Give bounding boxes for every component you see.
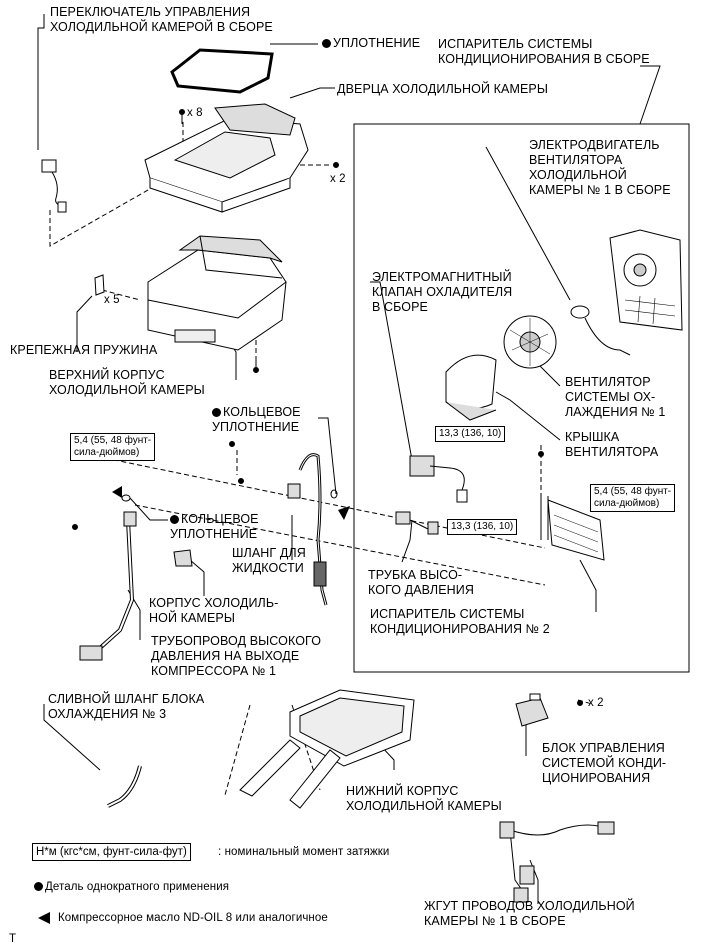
legend-torque-desc: : номинальный момент затяжки bbox=[218, 846, 390, 858]
label-fan-cover: КРЫШКА ВЕНТИЛЯТОРА bbox=[565, 430, 659, 459]
label-switch-assy: ПЕРЕКЛЮЧАТЕЛЬ УПРАВЛЕНИЯ ХОЛОДИЛЬНОЙ КАМ… bbox=[50, 5, 273, 34]
seal-gasket bbox=[170, 48, 274, 94]
label-x2-ecu: x 2 bbox=[588, 697, 604, 709]
label-cooler-case: КОРПУС ХОЛОДИЛЬ- НОЙ КАМЕРЫ bbox=[149, 596, 279, 625]
screws bbox=[72, 109, 583, 706]
legend-one-time: Деталь однократного применения bbox=[34, 880, 229, 895]
cooler-harness bbox=[499, 821, 615, 903]
label-door: ДВЕРЦА ХОЛОДИЛЬНОЙ КАМЕРЫ bbox=[337, 82, 549, 96]
label-upper-case: ВЕРХНИЙ КОРПУС ХОЛОДИЛЬНОЙ КАМЕРЫ bbox=[49, 368, 205, 397]
leader-discharge bbox=[127, 589, 141, 640]
switch-assy bbox=[41, 159, 67, 213]
label-x5: x 5 bbox=[104, 294, 120, 306]
solenoid-valve bbox=[409, 455, 468, 503]
fan-cover bbox=[445, 354, 497, 421]
label-discharge-pipe: ТРУБОПРОВОД ВЫСОКОГО ДАВЛЕНИЯ НА ВЫХОДЕ … bbox=[151, 634, 322, 678]
leader-fan-cover bbox=[495, 391, 561, 441]
label-spring: КРЕПЕЖНАЯ ПРУЖИНА bbox=[10, 343, 158, 357]
leader-solenoid bbox=[370, 281, 413, 461]
torque-spec-2: 13,3 (136, 10) bbox=[435, 426, 506, 442]
oil-arrow bbox=[338, 506, 350, 520]
leader-motor bbox=[485, 146, 571, 301]
label-solenoid: ЭЛЕКТРОМАГНИТНЫЙ КЛАПАН ОХЛАДИТЕЛЯ В СБО… bbox=[372, 270, 513, 314]
footer-code: T bbox=[9, 933, 17, 945]
blower-motor-assy bbox=[570, 229, 683, 356]
label-fan: ВЕНТИЛЯТОР СИСТЕМЫ ОХ- ЛАЖДЕНИЯ № 1 bbox=[565, 375, 666, 419]
label-harness: ЖГУТ ПРОВОДОВ ХОЛОДИЛЬНОЙ КАМЕРЫ № 1 В С… bbox=[424, 899, 635, 928]
label-lower-case: НИЖНИЙ КОРПУС ХОЛОДИЛЬНОЙ КАМЕРЫ bbox=[346, 784, 502, 813]
label-blower-motor: ЭЛЕКТРОДВИГАТЕЛЬ ВЕНТИЛЯТОРА ХОЛОДИЛЬНОЙ… bbox=[529, 138, 671, 197]
torque-spec-4: 5,4 (55, 48 фунт- сила-дюймов) bbox=[590, 484, 676, 512]
torque-spec-1: 5,4 (55, 48 фунт- сила-дюймов) bbox=[70, 433, 156, 461]
ac-ecu bbox=[515, 693, 549, 727]
leader-evap-assy bbox=[639, 65, 661, 125]
label-o-ring-1: КОЛЬЦЕВОЕ УПЛОТНЕНИЕ bbox=[212, 405, 301, 434]
leader-cooler-case bbox=[189, 559, 205, 596]
label-x2-door: x 2 bbox=[330, 173, 346, 185]
label-evap-no2: ИСПАРИТЕЛЬ СИСТЕМЫ КОНДИЦИОНИРОВАНИЯ № 2 bbox=[370, 607, 550, 636]
label-hp-tube: ТРУБКА ВЫСО- КОГО ДАВЛЕНИЯ bbox=[368, 568, 475, 597]
leader-evap2 bbox=[579, 559, 597, 612]
label-x8: x 8 bbox=[187, 107, 203, 119]
label-seal: УПЛОТНЕНИЕ bbox=[322, 36, 420, 51]
leader-hp-tube bbox=[401, 519, 413, 563]
liquid-hose bbox=[287, 453, 328, 606]
cooler-door bbox=[144, 103, 309, 213]
cooler-case-part bbox=[173, 549, 193, 567]
drain-hose bbox=[107, 765, 142, 808]
label-ecu: БЛОК УПРАВЛЕНИЯ СИСТЕМОЙ КОНДИ- ЦИОНИРОВ… bbox=[542, 741, 667, 785]
torque-spec-3: 13,3 (136, 10) bbox=[447, 519, 518, 535]
cooling-fan bbox=[503, 315, 557, 369]
upper-cooler-case bbox=[147, 235, 287, 351]
legend-torque-unit: Н*м (кгс*см, фунт-сила-фут) bbox=[32, 843, 191, 861]
lower-cooler-case bbox=[239, 689, 415, 809]
high-pressure-tube bbox=[395, 511, 439, 535]
label-drain-hose: СЛИВНОЙ ШЛАНГ БЛОКА ОХЛАЖДЕНИЯ № 3 bbox=[48, 692, 205, 721]
leader-door bbox=[289, 87, 335, 99]
leader-spring bbox=[76, 295, 93, 352]
o-ring bbox=[330, 489, 338, 499]
evaporator-no2 bbox=[540, 494, 605, 561]
leader-oring1 bbox=[318, 417, 337, 495]
label-liquid-hose: ШЛАНГ ДЛЯ ЖИДКОСТИ bbox=[232, 546, 306, 575]
leader-switch bbox=[37, 14, 45, 150]
retaining-spring bbox=[94, 274, 105, 296]
oil-arrow-2 bbox=[112, 486, 122, 498]
leader-drain bbox=[43, 704, 101, 771]
evaporator-group-frame bbox=[353, 123, 690, 673]
o-ring-2 bbox=[121, 494, 131, 502]
label-evap-assy: ИСПАРИТЕЛЬ СИСТЕМЫ КОНДИЦИОНИРОВАНИЯ В С… bbox=[438, 37, 650, 66]
label-o-ring-2: КОЛЬЦЕВОЕ УПЛОТНЕНИЕ bbox=[170, 512, 259, 541]
discharge-pipe bbox=[79, 511, 137, 661]
legend-oil-arrow bbox=[38, 912, 50, 924]
legend-oil: Компрессорное масло ND-OIL 8 или аналоги… bbox=[58, 912, 328, 924]
